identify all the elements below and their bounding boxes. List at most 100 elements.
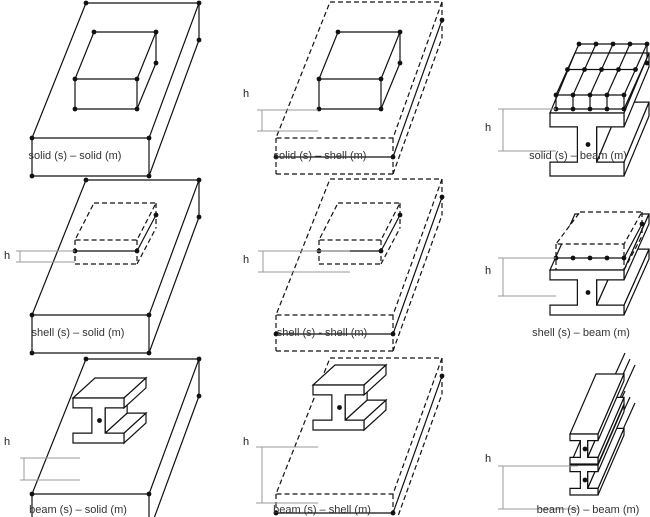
node-dot [146, 491, 152, 497]
slab-top-face [275, 178, 443, 316]
dim-label-h: h [4, 436, 11, 448]
node-dot [378, 106, 384, 112]
slab-top-face [31, 179, 200, 316]
mid-surface [136, 214, 157, 252]
node-dot [582, 67, 587, 72]
node-dot [196, 356, 202, 362]
node-dot [153, 60, 159, 66]
node-dot [621, 255, 627, 261]
node-dot [134, 248, 140, 254]
dim-label-h: h [4, 250, 11, 262]
dim-label-h: h [243, 88, 250, 100]
edge [136, 62, 157, 110]
edge [623, 57, 648, 110]
box-top-face [74, 202, 157, 241]
node-dot [582, 446, 588, 452]
node-dot [316, 106, 322, 112]
mid-surface [392, 375, 443, 514]
node-dot [390, 510, 396, 516]
node-dot [29, 350, 35, 356]
panel-beam-beam [498, 352, 636, 510]
node-dot [633, 67, 638, 72]
node-dot [273, 510, 279, 516]
node-dot [378, 248, 384, 254]
node-dot [616, 67, 621, 72]
mid-surface [380, 214, 401, 252]
edge [623, 235, 643, 271]
node-dot [29, 312, 35, 318]
node-dot [576, 41, 582, 47]
node-dot [146, 135, 152, 141]
panel-shell-shell [258, 178, 445, 352]
dim-label-h: h [485, 265, 492, 277]
node-dot [146, 173, 152, 179]
node-dot [146, 312, 152, 318]
mid-surface [623, 223, 643, 259]
node-dot [593, 41, 599, 47]
node-dot [83, 0, 89, 6]
node-dot [570, 255, 576, 261]
node-dot [273, 154, 279, 160]
node-dot [582, 477, 588, 483]
node-dot [316, 76, 322, 82]
node-dot [390, 154, 396, 160]
node-dot [97, 418, 102, 423]
caption-solid-shell: solid (s) – shell (m) [273, 150, 367, 162]
edge [148, 216, 200, 354]
edge [148, 39, 200, 177]
caption-beam-beam: beam (s) – beam (m) [536, 504, 640, 516]
node-dot [196, 393, 202, 399]
slab-top-face [31, 2, 200, 139]
box-top-face [74, 31, 157, 80]
node-dot [397, 60, 403, 66]
node-dot [29, 173, 35, 179]
node-dot [585, 290, 591, 295]
mid-surface [392, 19, 443, 158]
dim-label-h: h [243, 254, 250, 266]
edge [397, 393, 443, 517]
node-dot [196, 37, 202, 43]
node-dot [585, 142, 591, 147]
node-dot [565, 67, 570, 72]
node-dot [397, 212, 403, 218]
node-dot [390, 331, 396, 337]
node-dot [29, 491, 35, 497]
panel-shell-solid [16, 177, 202, 356]
edge [380, 62, 401, 110]
node-dot [337, 405, 342, 410]
node-dot [604, 255, 610, 261]
node-dot [83, 177, 89, 183]
node-dot [587, 255, 593, 261]
node-dot [196, 214, 202, 220]
caption-solid-solid: solid (s) – solid (m) [28, 150, 122, 162]
panel-solid-beam [498, 41, 650, 177]
node-dot [29, 135, 35, 141]
node-dot [153, 212, 159, 218]
caption-beam-shell: beam (s) – shell (m) [273, 504, 371, 516]
node-dot [153, 29, 159, 35]
panel-beam-solid [20, 356, 202, 517]
edge [380, 227, 401, 265]
caption-shell-solid: shell (s) – solid (m) [31, 327, 125, 339]
node-dot [273, 331, 279, 337]
node-dot [439, 194, 445, 200]
edge [136, 227, 157, 265]
node-dot [627, 41, 633, 47]
dim-label-h: h [485, 122, 492, 134]
node-dot [134, 106, 140, 112]
mid-surface [392, 196, 443, 335]
node-dot [439, 17, 445, 23]
caption-beam-solid: beam (s) – solid (m) [29, 504, 127, 516]
node-dot [439, 373, 445, 379]
node-dot [335, 29, 341, 35]
node-dot [378, 76, 384, 82]
dim-label-h: h [243, 436, 250, 448]
box-top-face [318, 31, 401, 80]
node-dot [134, 76, 140, 82]
node-dot [610, 41, 616, 47]
panel-solid-shell [257, 1, 445, 175]
node-dot [196, 0, 202, 6]
caption-shell-shell: shell (s) - shell (m) [276, 327, 368, 339]
edge [153, 395, 200, 517]
